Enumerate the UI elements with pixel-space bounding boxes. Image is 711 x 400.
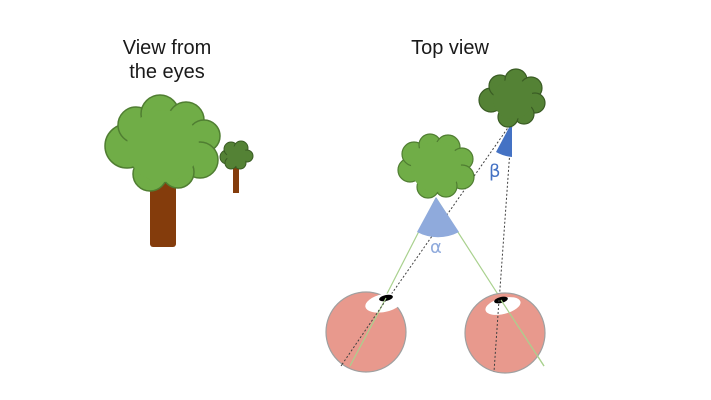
sight-lines-over-eyes (340, 297, 545, 373)
left-eye-ball (325, 291, 407, 373)
far-tree-trunk (233, 164, 239, 193)
near-tree-top-view (397, 133, 475, 199)
beta-angle-wedge (496, 122, 512, 157)
beta-label: β (489, 161, 501, 182)
far-tree-front-view (219, 140, 254, 193)
far-tree-foliage (219, 140, 254, 170)
view-from-eyes-title-line2: the eyes (129, 61, 205, 83)
top-view-title: Top view (411, 37, 489, 59)
left-eye (325, 291, 407, 373)
right-eye-ball (464, 292, 546, 374)
alpha-angle-wedge (417, 197, 459, 238)
view-from-eyes-title: View from the eyes (92, 36, 242, 84)
near-tree-front-view (104, 94, 221, 247)
right-eye (464, 292, 546, 374)
alpha-label: α (430, 237, 442, 258)
near-tree-foliage (104, 94, 221, 192)
view-from-eyes-title-line1: View from (122, 37, 212, 59)
far-tree-top-view (478, 68, 546, 128)
